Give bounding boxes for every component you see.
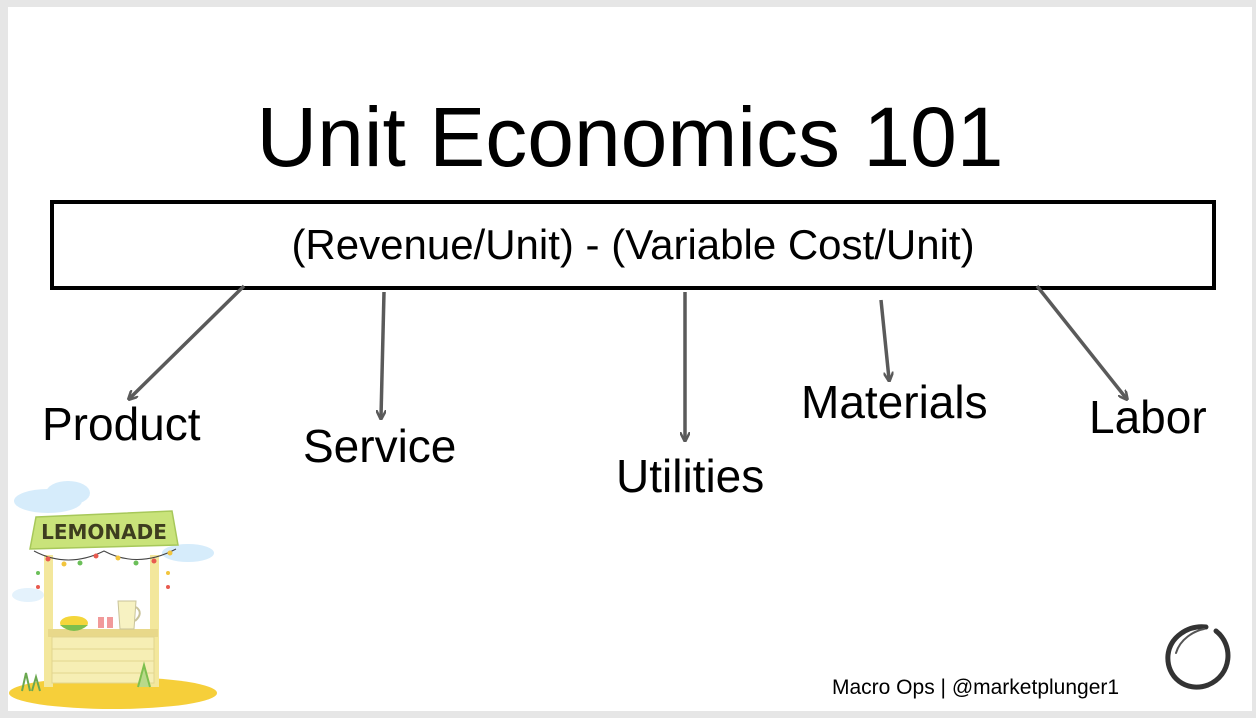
stand-sign-text: LEMONADE — [41, 520, 167, 544]
arrow-service — [381, 291, 384, 417]
footer-credit: Macro Ops | @marketplunger1 — [832, 676, 1120, 699]
enso-circle-logo — [1165, 624, 1231, 690]
arrows-layer — [8, 284, 1252, 711]
arrow-materials — [879, 299, 889, 379]
label-labor: Labor — [1089, 391, 1207, 443]
arrow-labor — [1035, 284, 1126, 398]
label-utilities: Utilities — [616, 450, 765, 502]
label-service: Service — [303, 420, 457, 472]
lemonade-stand-illustration: LEMONADE — [9, 481, 217, 709]
formula-box: (Revenue/Unit) - (Variable Cost/Unit) — [50, 200, 1216, 290]
arrow-product — [130, 284, 246, 398]
label-materials: Materials — [801, 376, 988, 428]
slide: Unit Economics 101 (Revenue/Unit) - (Var… — [8, 7, 1252, 711]
formula-text: (Revenue/Unit) - (Variable Cost/Unit) — [291, 221, 975, 268]
slide-title: Unit Economics 101 — [256, 90, 1004, 184]
label-product: Product — [42, 398, 201, 450]
